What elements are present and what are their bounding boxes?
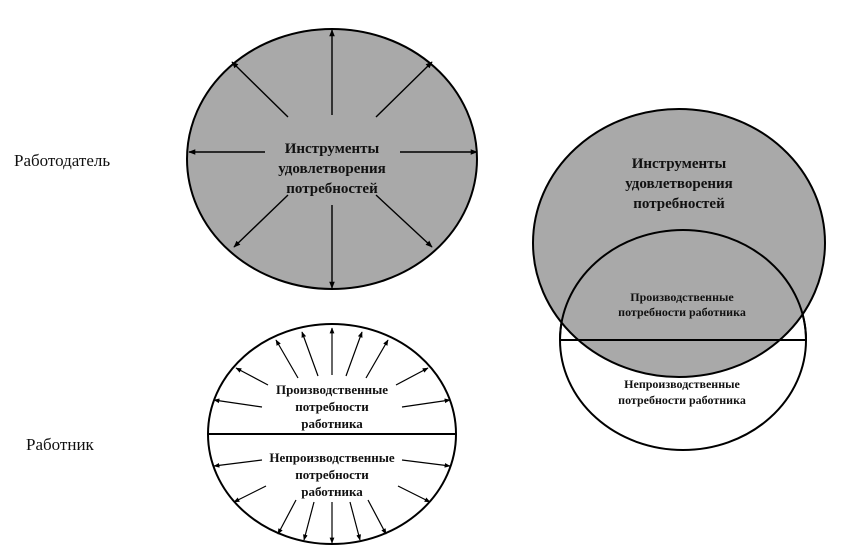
employer-circle-line-1: Инструменты: [285, 141, 380, 157]
right-overlap-line-2: потребности работника: [618, 305, 746, 319]
right-nonproduction-line-1: Непроизводственные: [624, 377, 740, 391]
employee-production-line-3: работника: [301, 416, 363, 431]
right-gray-line-1: Инструменты: [632, 156, 727, 172]
employer-needs-circle: [186, 28, 478, 290]
employee-label: Работник: [26, 435, 95, 454]
employer-arrows: [188, 29, 478, 289]
employer-label: Работодатель: [14, 151, 110, 170]
employee-nonproduction-line-2: потребности: [295, 467, 369, 482]
right-nonproduction-line-2: потребности работника: [618, 393, 746, 407]
right-overlap-line-1: Производственные: [630, 290, 734, 304]
right-gray-line-2: удовлетворения: [625, 176, 733, 192]
employer-circle-line-3: потребностей: [286, 181, 378, 197]
employee-production-line-1: Производственные: [276, 382, 388, 397]
employee-nonproduction-line-1: Непроизводственные: [269, 450, 395, 465]
employee-nonproduction-line-3: работника: [301, 484, 363, 499]
right-gray-line-3: потребностей: [633, 196, 725, 212]
right-overlap-outline: [559, 229, 807, 341]
employer-circle-line-2: удовлетворения: [278, 161, 386, 177]
right-employer-circle: [532, 108, 826, 378]
employee-arrows: [213, 327, 451, 544]
employee-production-line-2: потребности: [295, 399, 369, 414]
